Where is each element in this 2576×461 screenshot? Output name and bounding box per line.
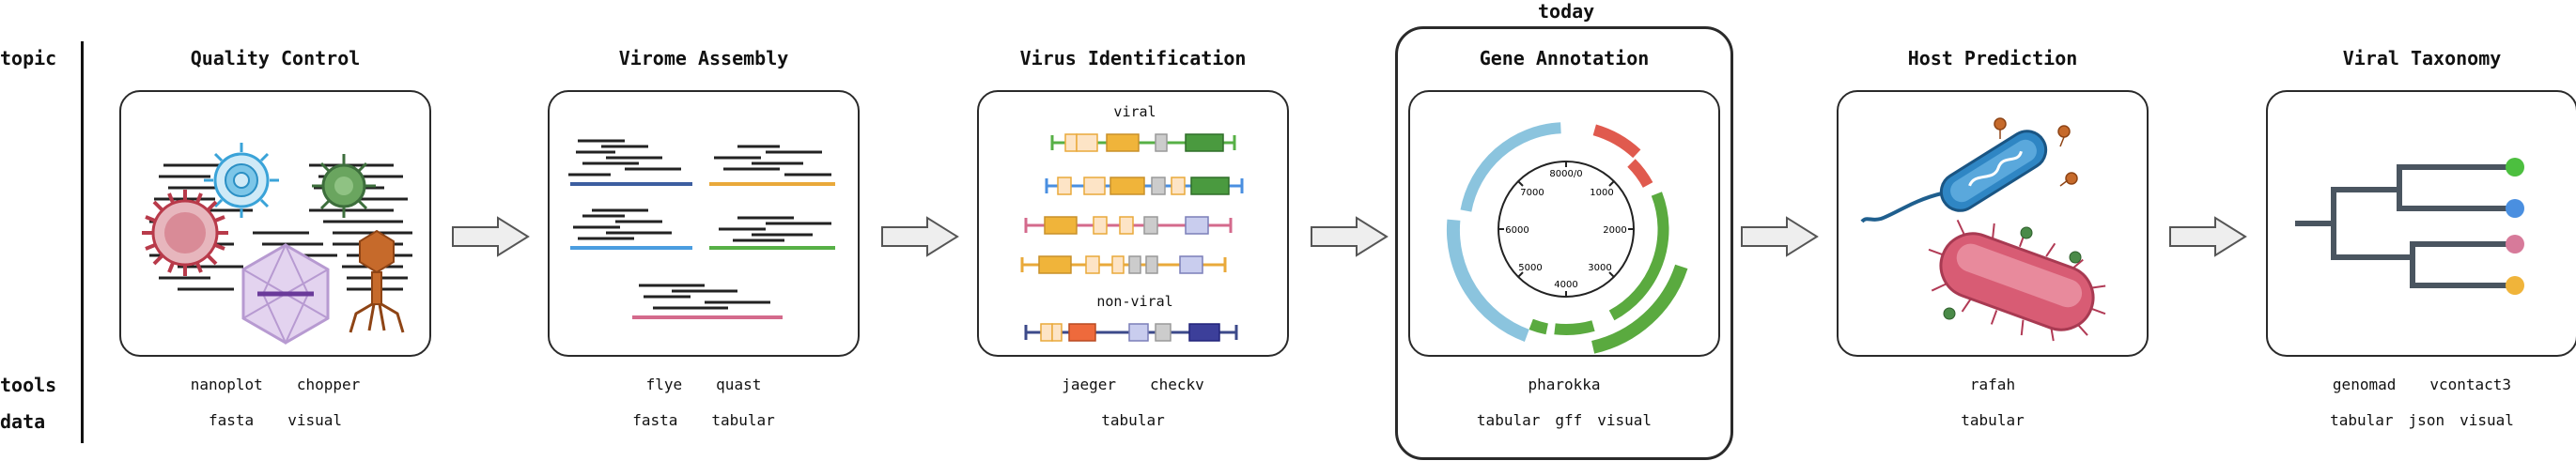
step-card-quality-control [119, 90, 431, 357]
axis-divider [81, 41, 84, 443]
step-title-virome-assembly: Virome Assembly [618, 47, 789, 69]
today-label: today [1538, 0, 1595, 23]
step-title-virus-identification: Virus Identification [1019, 47, 1247, 69]
flow-arrow-1 [452, 216, 530, 257]
tools-row-quality-control: nanoplot chopper [119, 376, 431, 393]
data-visual: visual [1597, 411, 1653, 429]
step-card-viral-taxonomy [2266, 90, 2576, 357]
step-card-virus-identification: viral non-viral [977, 90, 1289, 357]
data-tabular: tabular [1476, 411, 1541, 429]
step-title-viral-taxonomy: Viral Taxonomy [2342, 47, 2502, 69]
tools-row-gene-annotation: pharokka [1408, 376, 1720, 393]
data-tabular: tabular [2330, 411, 2394, 429]
data-row-quality-control: fasta visual [119, 411, 431, 429]
data-visual: visual [287, 411, 342, 429]
tool-checkv: checkv [1150, 376, 1204, 393]
label-non-viral: non-viral [1096, 293, 1173, 310]
genome-maps-illustration [1020, 133, 1244, 342]
data-row-viral-taxonomy: tabular json visual [2266, 411, 2576, 429]
tool-nanoplot: nanoplot [190, 376, 263, 393]
circular-genome-map: 8000/0 1000 2000 3000 4000 5000 6000 700… [1446, 122, 1688, 354]
tools-row-virome-assembly: flye quast [548, 376, 860, 393]
data-tabular: tabular [1101, 411, 1165, 429]
flow-arrow-5 [2169, 216, 2247, 257]
data-tabular: tabular [711, 411, 775, 429]
tick-7000: 7000 [1520, 188, 1544, 198]
step-card-virome-assembly [548, 90, 860, 357]
tick-5000: 5000 [1518, 263, 1542, 273]
data-fasta: fasta [209, 411, 255, 429]
tool-genomad: genomad [2332, 376, 2397, 393]
tools-row-virus-identification: jaeger checkv [977, 376, 1289, 393]
label-viral: viral [1113, 103, 1156, 120]
tools-row-viral-taxonomy: genomad vcontact3 [2266, 376, 2576, 393]
tool-chopper: chopper [296, 376, 361, 393]
step-card-host-prediction [1837, 90, 2149, 357]
tool-rafah: rafah [1969, 376, 2016, 393]
data-gff: gff [1555, 411, 1583, 429]
row-label-tools: tools [0, 374, 57, 396]
today-highlight-frame [1395, 26, 1733, 460]
flow-arrow-4 [1741, 216, 1819, 257]
step-card-gene-annotation: 8000/0 1000 2000 3000 4000 5000 6000 700… [1408, 90, 1720, 357]
data-row-virus-identification: tabular [977, 411, 1289, 429]
leaf-blue [2506, 199, 2524, 218]
row-label-data: data [0, 410, 46, 433]
tool-pharokka: pharokka [1528, 376, 1601, 393]
leaf-pink [2506, 235, 2524, 254]
data-visual: visual [2460, 411, 2514, 429]
data-fasta: fasta [632, 411, 678, 429]
flow-arrow-2 [881, 216, 959, 257]
leaf-green [2506, 158, 2524, 177]
tool-flye: flye [645, 376, 683, 393]
data-row-host-prediction: tabular [1837, 411, 2149, 429]
step-title-quality-control: Quality Control [190, 47, 361, 69]
bacteria-host-illustration [1860, 117, 2106, 342]
flow-arrow-3 [1311, 216, 1389, 257]
data-tabular: tabular [1961, 411, 2025, 429]
contig-assembly-illustration [568, 139, 835, 319]
leaf-orange [2506, 276, 2524, 295]
tick-2000: 2000 [1603, 225, 1626, 236]
tick-3000: 3000 [1588, 263, 1611, 273]
data-json: json [2408, 411, 2445, 429]
step-title-host-prediction: Host Prediction [1907, 47, 2078, 69]
reads-with-viruses-illustration [142, 143, 412, 346]
row-label-topic: topic [0, 47, 57, 69]
step-title-gene-annotation: Gene Annotation [1479, 47, 1650, 69]
tool-quast: quast [716, 376, 762, 393]
tick-4000: 4000 [1554, 280, 1577, 290]
tick-6000: 6000 [1505, 225, 1529, 236]
tool-jaeger: jaeger [1062, 376, 1116, 393]
tick-1000: 1000 [1590, 188, 1613, 198]
data-row-virome-assembly: fasta tabular [548, 411, 860, 429]
data-row-gene-annotation: tabular gff visual [1408, 411, 1720, 429]
phylogenetic-tree [2295, 158, 2524, 295]
tick-8000-0: 8000/0 [1549, 169, 1582, 179]
tool-vcontact3: vcontact3 [2429, 376, 2512, 393]
tools-row-host-prediction: rafah [1837, 376, 2149, 393]
